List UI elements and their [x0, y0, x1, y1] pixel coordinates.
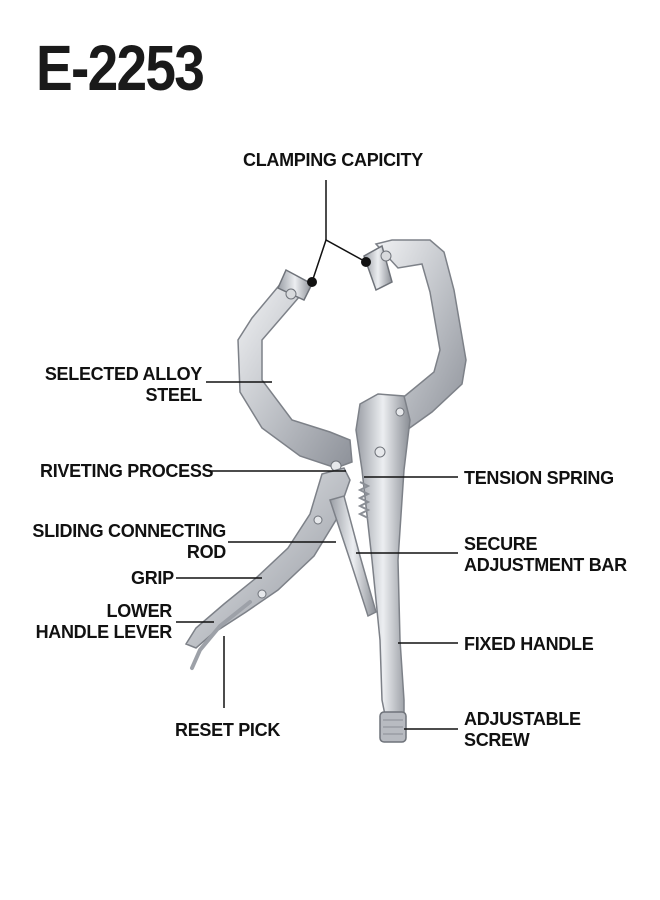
label-riveting-process: RIVETING PROCESS	[40, 461, 214, 481]
dot-clamping-right	[361, 257, 371, 267]
sliding-connecting-rod	[329, 495, 377, 618]
tension-spring	[357, 481, 371, 519]
label-line: ADJUSTABLE	[464, 709, 581, 729]
label-tension-spring: TENSION SPRING	[464, 468, 614, 488]
label-adjustable-screw: ADJUSTABLE SCREW	[464, 709, 581, 751]
label-line: HANDLE LEVER	[35, 622, 173, 642]
label-secure-adjustment-bar: SECURE ADJUSTMENT BAR	[464, 534, 627, 576]
dot-clamping-left	[307, 277, 317, 287]
right-swivel-pad	[363, 244, 393, 292]
label-line: SECURE	[464, 534, 538, 554]
label-line: ADJUSTMENT BAR	[464, 555, 627, 575]
model-number: E-2253	[36, 32, 205, 104]
label-grip: GRIP	[131, 568, 174, 588]
fixed-handle	[355, 393, 411, 731]
label-line: SELECTED ALLOY	[44, 364, 202, 384]
label-line: LOWER	[106, 601, 173, 621]
label-clamping-capacity: CLAMPING CAPICITY	[243, 150, 423, 170]
label-line: SLIDING CONNECTING	[32, 521, 226, 541]
adjustable-screw-knob	[379, 711, 407, 743]
label-line: STEEL	[145, 385, 202, 405]
reset-pick	[190, 600, 252, 670]
label-reset-pick: RESET PICK	[175, 720, 281, 740]
label-sliding-connecting-rod: SLIDING CONNECTING ROD	[32, 521, 226, 563]
left-swivel-pad	[277, 268, 313, 301]
label-line: SCREW	[464, 730, 530, 750]
left-jaw-arm	[237, 280, 353, 469]
leader-lines	[176, 180, 458, 730]
label-selected-alloy-steel: SELECTED ALLOY STEEL	[45, 364, 202, 406]
label-lower-handle-lever: LOWER HANDLE LEVER	[35, 601, 173, 643]
leader-clamping-capacity	[311, 238, 367, 283]
label-fixed-handle: FIXED HANDLE	[464, 634, 594, 654]
label-line: ROD	[186, 542, 226, 562]
